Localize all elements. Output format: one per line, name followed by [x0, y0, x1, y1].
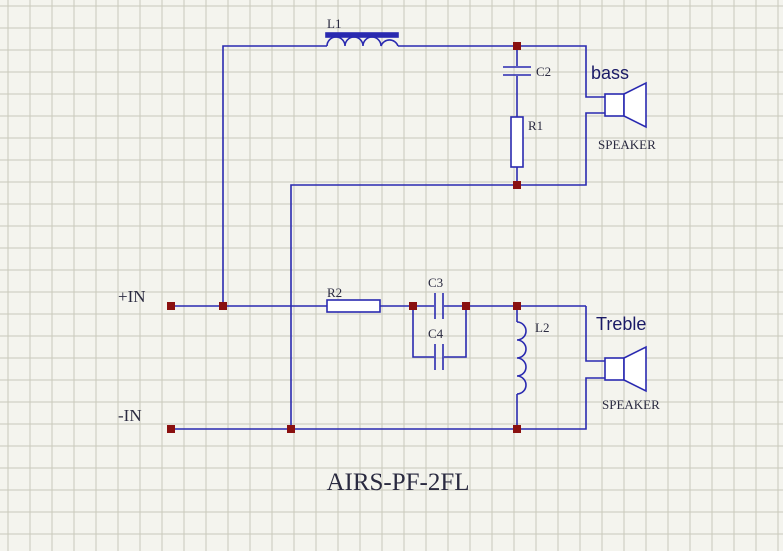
junction-dot [462, 302, 470, 310]
capacitor-c2 [503, 66, 531, 76]
speaker-bass-magnet [604, 93, 625, 117]
speaker-treble-magnet [604, 357, 625, 381]
labels: L1 C2 R1 R2 C3 C4 L2 +IN -IN bass Treble… [118, 16, 660, 496]
speaker-bass-cone [623, 81, 647, 129]
label-speaker-treble: SPEAKER [602, 397, 660, 412]
terminal-minus-in[interactable] [167, 425, 175, 433]
speaker-treble-cone [623, 345, 647, 393]
wire-treble-pos [585, 306, 605, 362]
speaker-treble-symbol [604, 345, 647, 393]
capacitor-c4 [434, 344, 444, 370]
label-c3: C3 [428, 275, 443, 290]
caption-treble: Treble [596, 314, 646, 334]
inductor-l1-core [325, 32, 399, 38]
resistor-r1 [510, 116, 524, 168]
capacitor-c3 [434, 293, 444, 319]
junction-dot [513, 425, 521, 433]
label-r1: R1 [528, 118, 543, 133]
wire-minus-in [171, 377, 605, 430]
label-l2: L2 [535, 320, 549, 335]
diagram-title: AIRS-PF-2FL [326, 469, 469, 496]
junction-dot [409, 302, 417, 310]
wire-l1-rail-left [222, 45, 327, 306]
junctions [167, 42, 521, 433]
wire-l1-rail-right [398, 45, 605, 98]
label-c4: C4 [428, 326, 444, 341]
label-r2: R2 [327, 285, 342, 300]
wire-c4-right [444, 306, 467, 358]
terminal-plus-in[interactable] [167, 302, 175, 310]
label-c2: C2 [536, 64, 551, 79]
junction-dot [513, 181, 521, 189]
junction-dot [513, 302, 521, 310]
inductor-l1 [325, 32, 399, 47]
junction-dot [219, 302, 227, 310]
speaker-bass-symbol [604, 81, 647, 129]
inductor-l2 [516, 321, 527, 395]
wire-bass-return [290, 112, 605, 429]
junction-dot [287, 425, 295, 433]
label-l1: L1 [327, 16, 341, 31]
inductor-l1-coil [326, 36, 399, 47]
resistor-r2 [326, 299, 381, 313]
label-speaker-bass: SPEAKER [598, 137, 656, 152]
components [325, 32, 647, 395]
junction-dot [513, 42, 521, 50]
label-minus-in: -IN [118, 406, 142, 425]
label-plus-in: +IN [118, 287, 146, 306]
wire-c4-left [412, 306, 434, 358]
caption-bass: bass [591, 63, 629, 83]
